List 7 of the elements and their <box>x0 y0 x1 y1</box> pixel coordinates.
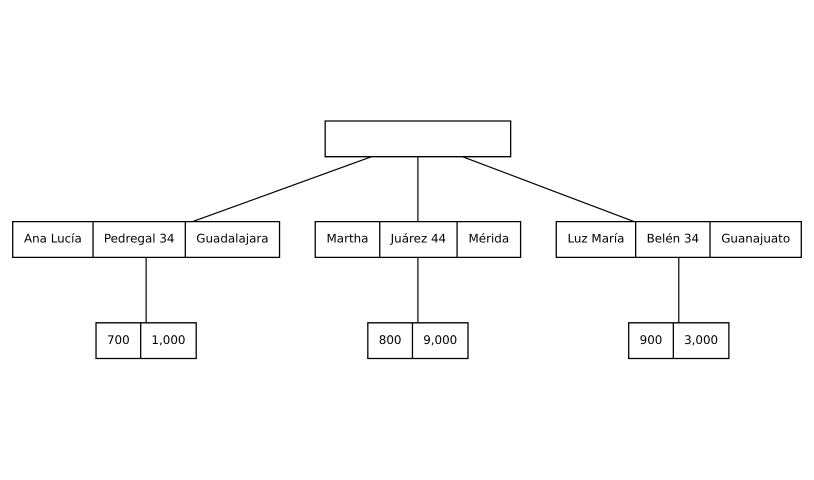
connector <box>417 157 418 222</box>
connector <box>462 156 634 222</box>
connector <box>146 258 147 323</box>
node-box <box>324 120 512 158</box>
connector <box>192 156 372 222</box>
connector <box>417 258 418 323</box>
connector <box>678 258 680 323</box>
